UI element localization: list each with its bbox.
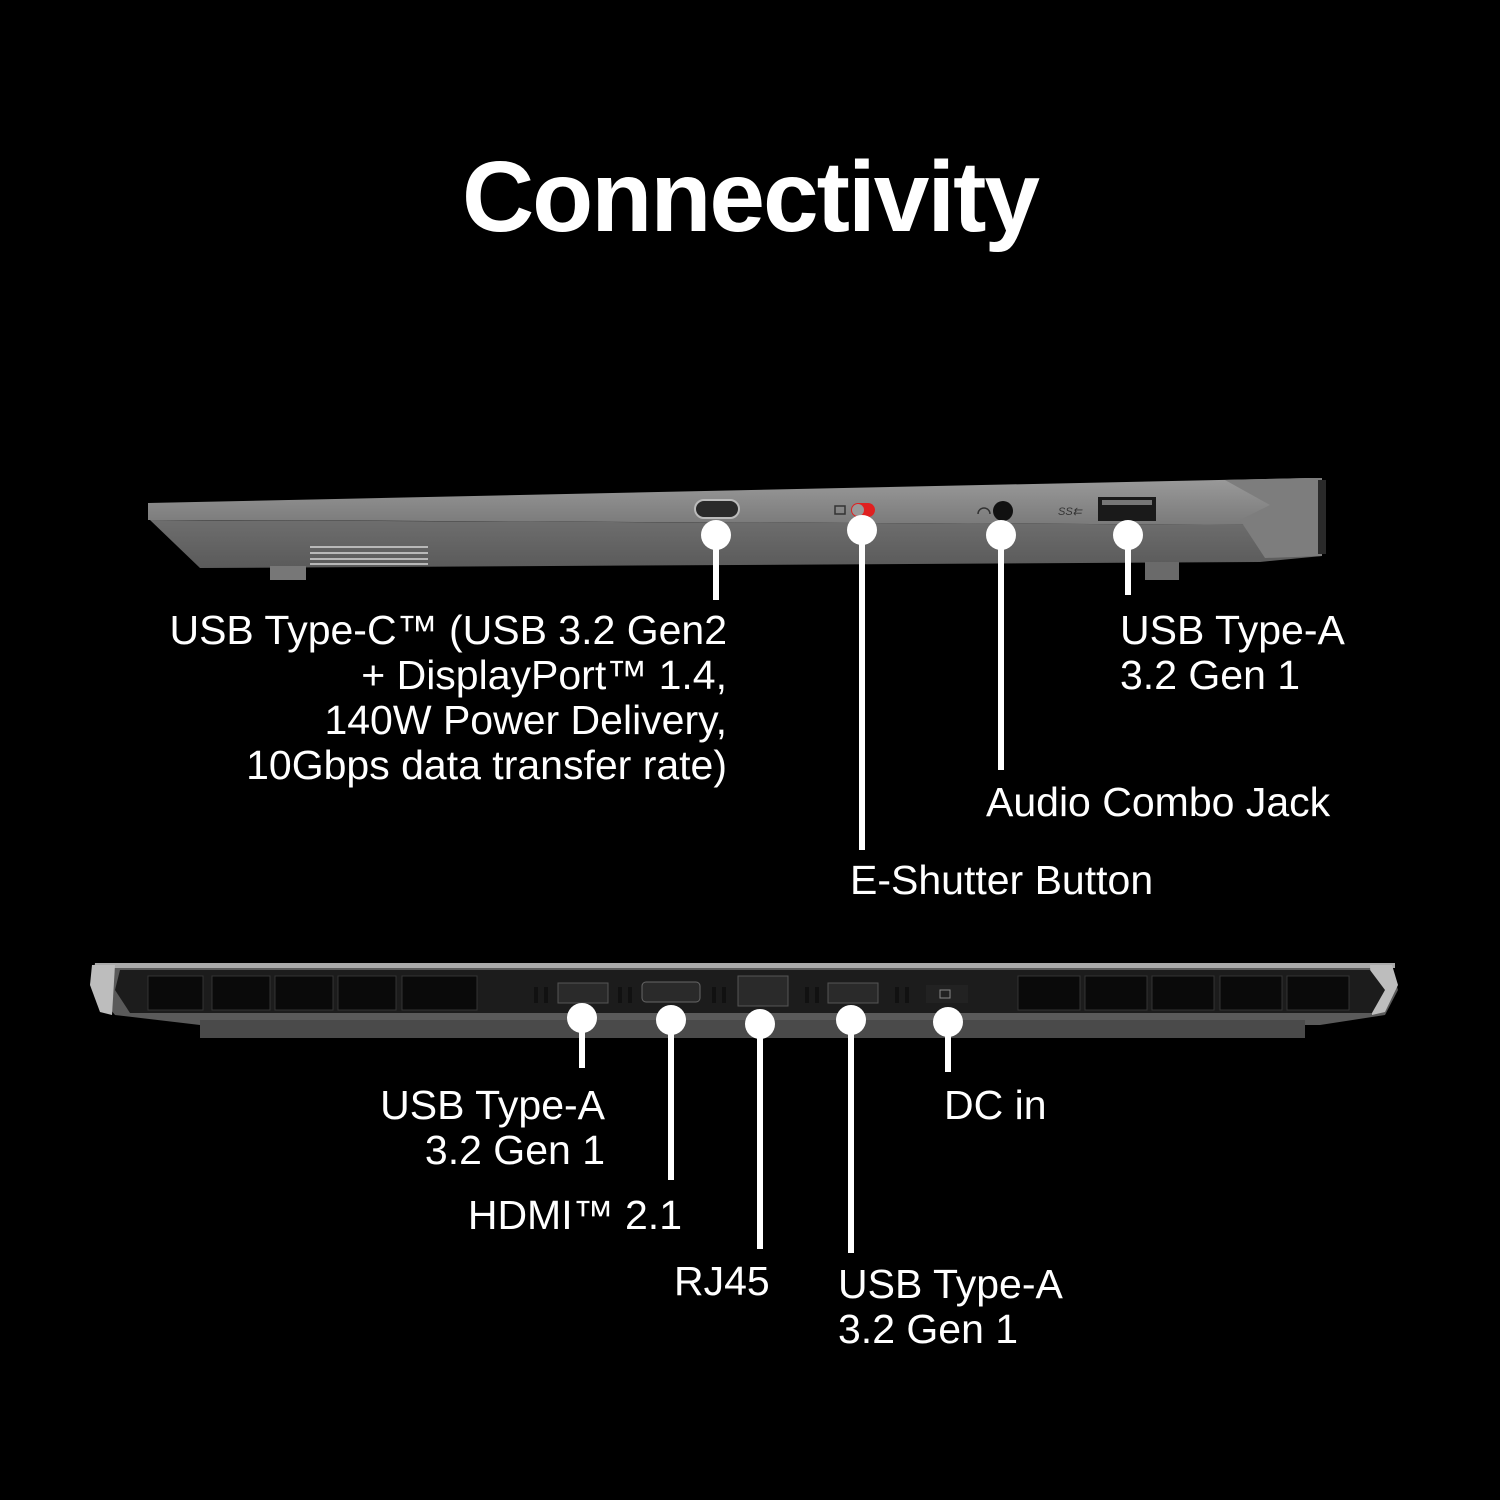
callout-line-hdmi: [668, 1025, 674, 1180]
headset-jack-icon: [993, 501, 1013, 521]
callout-line-usb-a-rear-2: [848, 1025, 854, 1253]
callout-line-e-shutter: [859, 535, 865, 850]
label-usb-a-rear-1: USB Type-A 3.2 Gen 1: [380, 1082, 605, 1173]
label-hdmi: HDMI™ 2.1: [467, 1192, 682, 1238]
callout-line-usb-a-rear-1: [579, 1023, 585, 1068]
label-usb-a-rear-2: USB Type-A 3.2 Gen 1: [838, 1261, 1063, 1352]
callout-line-rj45: [757, 1029, 763, 1249]
callout-line-audio: [998, 540, 1004, 770]
ethernet-port-icon: [737, 975, 789, 1007]
label-e-shutter: E-Shutter Button: [850, 857, 1154, 903]
headset-icon: [977, 507, 991, 515]
label-rj45: RJ45: [674, 1258, 770, 1304]
label-dc-in: DC in: [944, 1082, 1047, 1128]
svg-text:SS⇇: SS⇇: [1058, 506, 1083, 518]
callout-line-usb-a-side: [1125, 540, 1131, 595]
label-audio: Audio Combo Jack: [986, 779, 1331, 825]
label-usb-a-side: USB Type-A 3.2 Gen 1: [1120, 607, 1345, 698]
label-usb-c: USB Type-C™ (USB 3.2 Gen2 + DisplayPort™…: [169, 607, 727, 788]
usb-a-port-icon: [827, 982, 879, 1004]
hdmi-port-icon: [641, 981, 701, 1003]
camera-icon: [834, 505, 846, 515]
page-title: Connectivity: [461, 141, 1040, 253]
callout-line-dc-in: [945, 1027, 951, 1072]
usb-c-port-icon: [694, 499, 740, 519]
usb-a-port-icon: [557, 982, 609, 1004]
callout-line-usb-c: [713, 540, 719, 600]
dc-in-port-icon: [926, 985, 968, 1003]
